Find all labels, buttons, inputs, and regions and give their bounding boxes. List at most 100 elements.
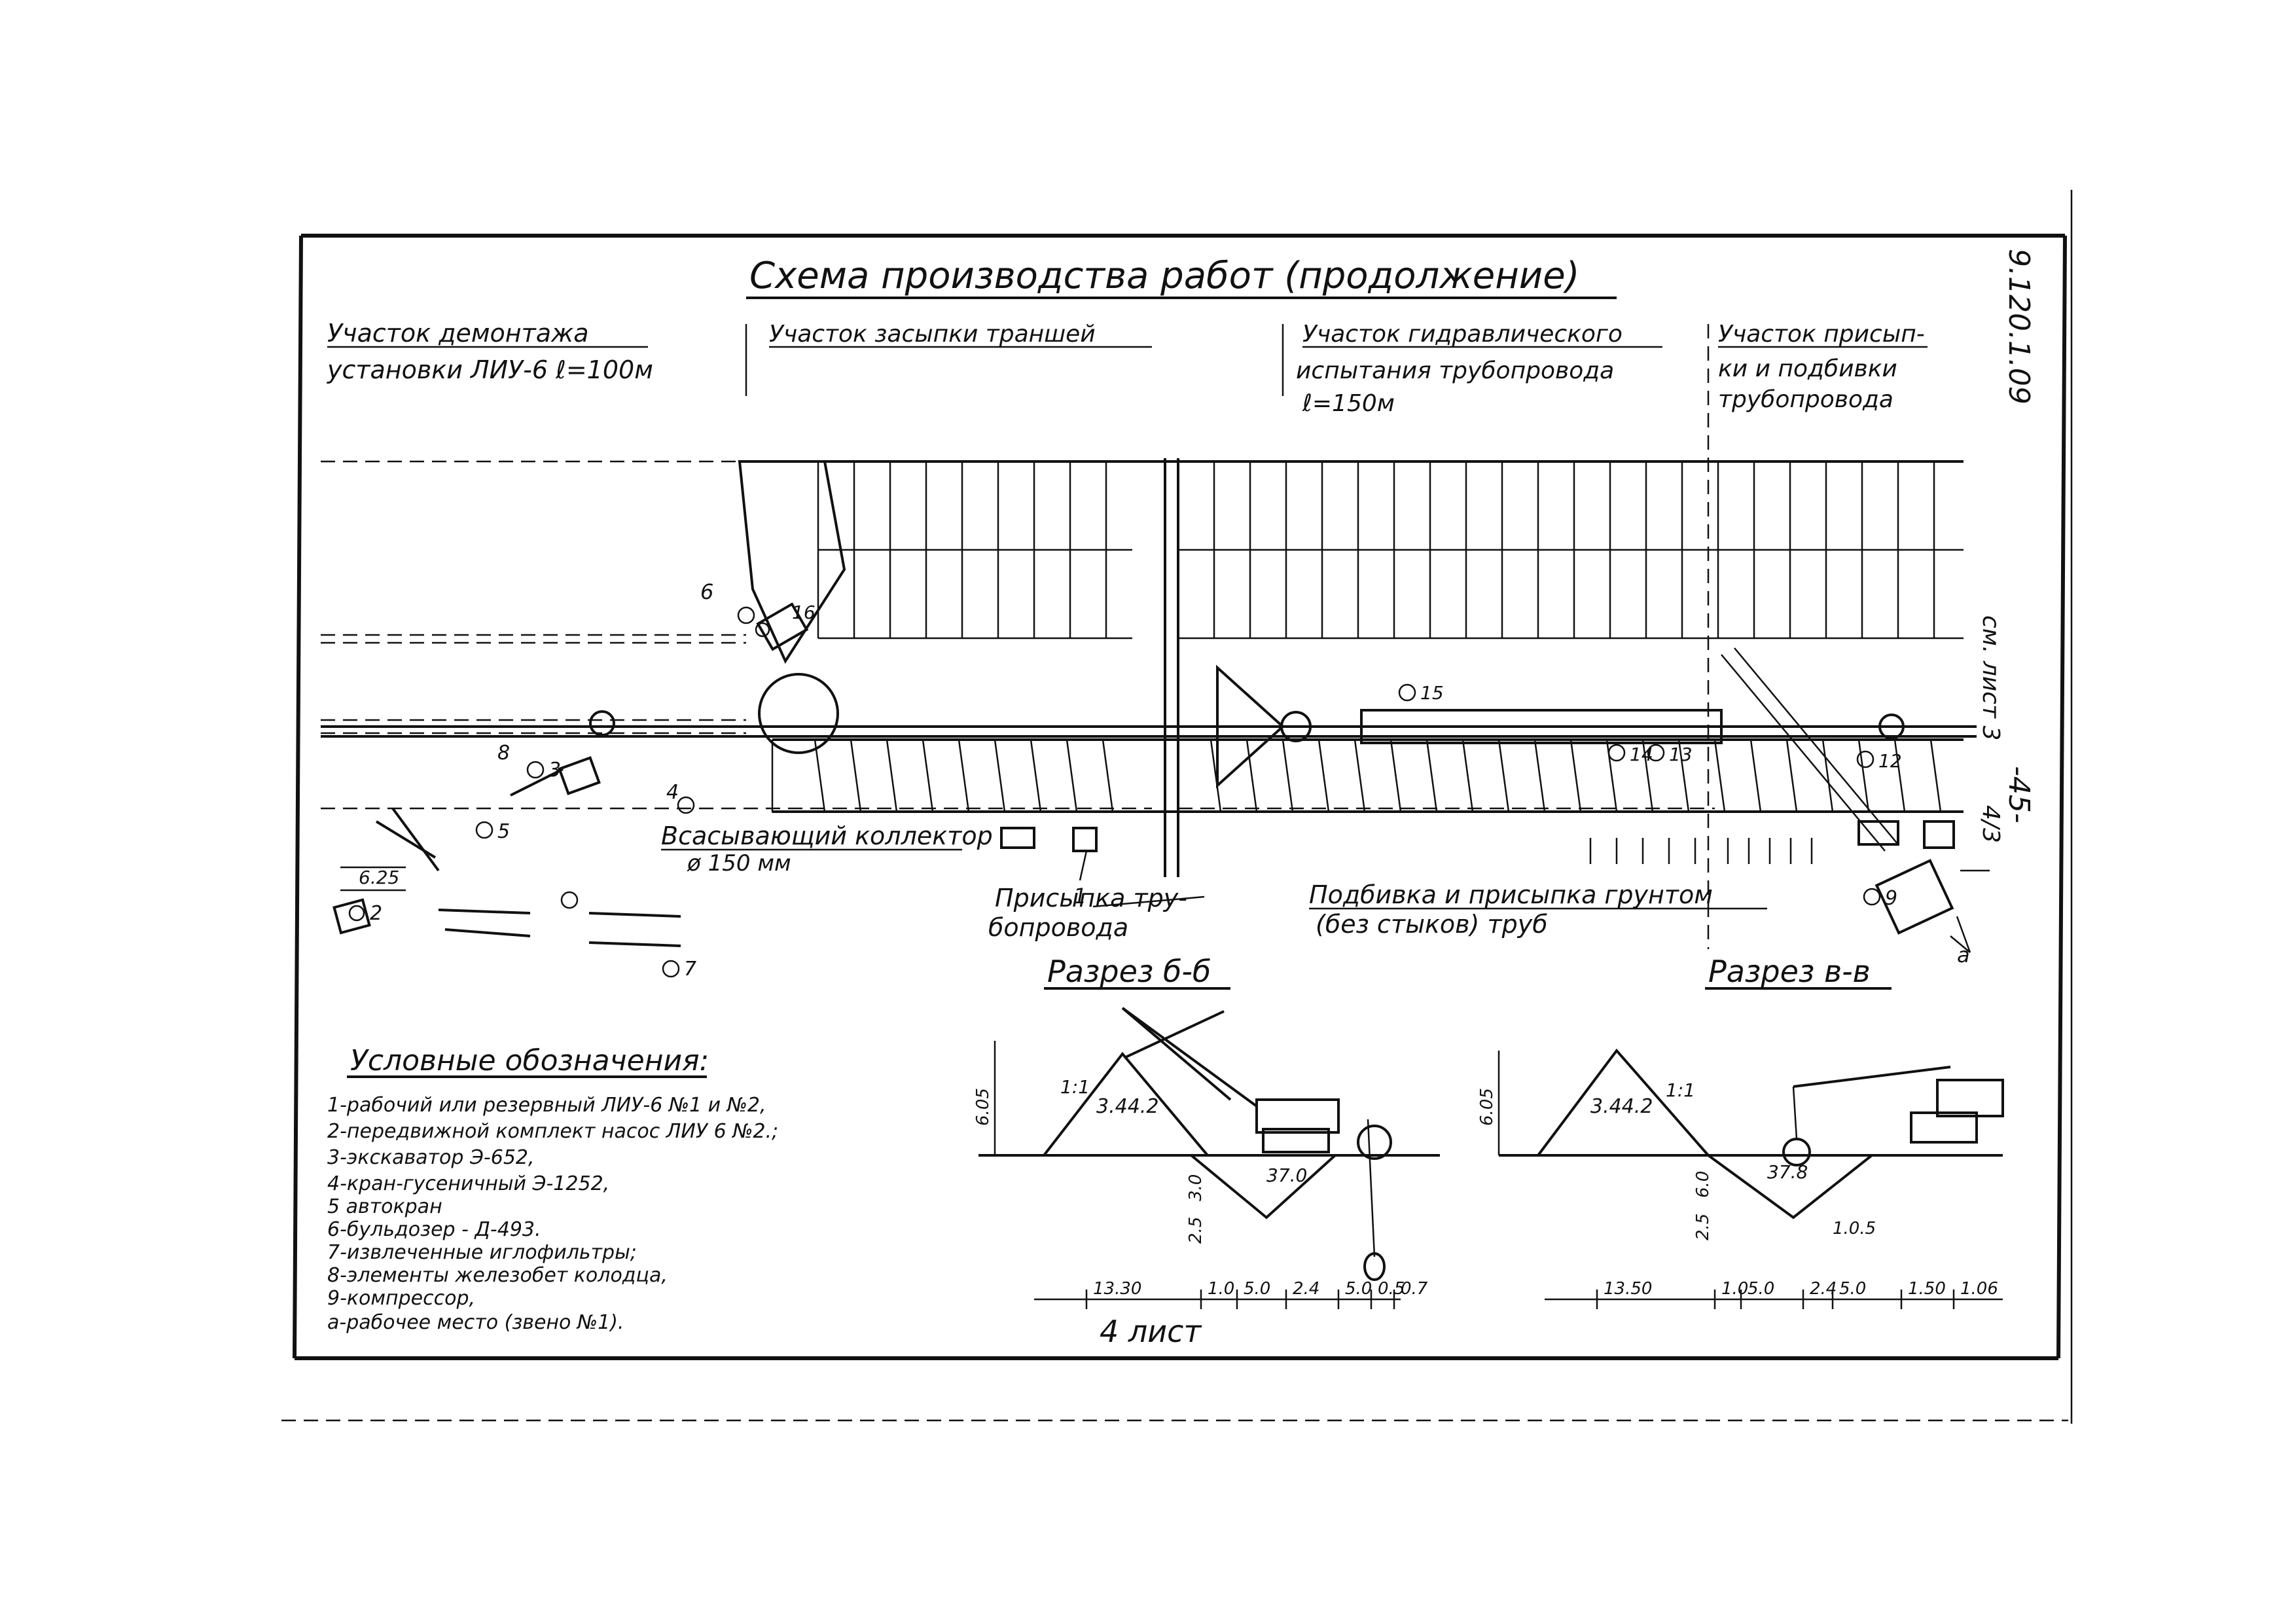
legend: Условные обозначения: 1-рабочий или резе… bbox=[327, 1044, 778, 1334]
marker-8-label: 8 bbox=[497, 742, 510, 765]
callout-a: а bbox=[1950, 935, 1971, 967]
section-dismantling: Участок демонтажа установки ЛИУ-6 ℓ=100м bbox=[327, 319, 653, 384]
side-note: см. лист 3 bbox=[1977, 615, 2004, 740]
marker-1: 1 bbox=[1073, 850, 1088, 909]
equipment-glyphs bbox=[332, 602, 1971, 953]
legend-item-10: а-рабочее место (звено №1). bbox=[327, 1311, 624, 1334]
section-v-dim-v-2: 2.5 bbox=[1693, 1214, 1713, 1240]
page-mark: -45- bbox=[2002, 766, 2036, 823]
marker-16: 16 bbox=[755, 602, 816, 638]
legend-item-2: 2-передвижной комплект насос ЛИУ 6 №2.; bbox=[327, 1120, 778, 1143]
section-v-dim-v-0: 6.05 bbox=[1477, 1088, 1497, 1126]
section_b-dim-h-4: 5.0 bbox=[1345, 1279, 1372, 1299]
section_b-dim-h-3: 2.4 bbox=[1293, 1279, 1319, 1299]
document-code: 9.120.1.09 bbox=[2002, 249, 2036, 405]
section_v-dim-h-0: 13.50 bbox=[1604, 1279, 1652, 1299]
section_b-dim-h-2: 5.0 bbox=[1244, 1279, 1270, 1299]
section_v-dim-h-1: 1.0 bbox=[1721, 1279, 1748, 1299]
sheet-label: 4 лист bbox=[1100, 1314, 1202, 1349]
section_v-dim-h-4: 5.0 bbox=[1839, 1279, 1866, 1299]
section-v-dim-v-1: 6.0 bbox=[1693, 1171, 1713, 1198]
trench-hatching-bottom bbox=[814, 739, 1942, 812]
section-bedding-line1: Участок присып- bbox=[1718, 321, 1925, 348]
suction-collector-size: ø 150 мм bbox=[687, 850, 791, 876]
drawing-title: Схема производства работ (продолжение) bbox=[749, 255, 1580, 297]
legend-title: Условные обозначения: bbox=[350, 1044, 709, 1077]
legend-item-5: 5 автокран bbox=[327, 1195, 442, 1218]
marker-12-label: 12 bbox=[1878, 750, 1902, 772]
section-hydro-test-line2: испытания трубопровода bbox=[1296, 357, 1614, 384]
sheet-code: 4/3 bbox=[1977, 805, 2004, 843]
marker-13: 13 bbox=[1647, 744, 1693, 765]
marker-9: 9 bbox=[1863, 887, 1897, 910]
marker-14: 14 bbox=[1607, 744, 1653, 765]
section-v-slope: 1:1 bbox=[1666, 1079, 1695, 1101]
section-bedding-line2: ки и подбивки bbox=[1718, 355, 1897, 382]
marker-15-label: 15 bbox=[1420, 682, 1444, 704]
marker-2-label: 2 bbox=[370, 902, 382, 925]
section-hydro-test-line3: ℓ=150м bbox=[1302, 390, 1395, 417]
section_v-dim-h-5: 1.50 bbox=[1908, 1279, 1946, 1299]
section-hydro-test: Участок гидравлического испытания трубоп… bbox=[1296, 321, 1662, 417]
trench-hatching-top bbox=[817, 461, 1935, 550]
callout-a-label: а bbox=[1957, 943, 1970, 967]
section-dismantling-line1: Участок демонтажа bbox=[327, 319, 589, 348]
marker-14-label: 14 bbox=[1630, 744, 1653, 765]
marker-7: 7 bbox=[662, 958, 696, 981]
section-b-dim-v-1: 3.0 bbox=[1186, 1174, 1206, 1201]
section-v-dim-v-3: 1.0.5 bbox=[1833, 1219, 1876, 1238]
legend-item-9: 9-компрессор, bbox=[327, 1287, 475, 1310]
section-hydro-test-line1: Участок гидравлического bbox=[1302, 321, 1623, 348]
dimension-6-25: 6.25 bbox=[359, 867, 399, 888]
marker-8: 8 bbox=[497, 742, 579, 909]
sheet-frame bbox=[281, 190, 2073, 1424]
section_b-dim-h-6: 0.5 bbox=[1378, 1279, 1405, 1299]
marker-5: 5 bbox=[475, 820, 510, 843]
marker-12: 12 bbox=[1856, 750, 1902, 772]
marker-16-label: 16 bbox=[792, 602, 816, 623]
pipe-backfill-label-line1: Присыпка тру- bbox=[995, 884, 1187, 912]
marker-4: 4 bbox=[666, 781, 695, 814]
marker-6: 6 bbox=[700, 579, 755, 624]
marker-13-label: 13 bbox=[1669, 744, 1693, 765]
section_v-dim-h-2: 5.0 bbox=[1748, 1279, 1774, 1299]
trench-plan bbox=[321, 458, 1990, 877]
section-b-dim-v-0: 6.05 bbox=[973, 1088, 993, 1126]
section-backfill: Участок засыпки траншей bbox=[769, 321, 1152, 348]
section_b-dim-h-5: 0.7 bbox=[1401, 1279, 1428, 1299]
legend-item-6: 6-бульдозер - Д-493. bbox=[327, 1218, 541, 1241]
section-b-mound: 3.44.2 bbox=[1096, 1095, 1158, 1118]
legend-item-3: 3-экскаватор Э-652, bbox=[327, 1146, 535, 1169]
section-b-dimension-row: 13.30 1.0 5.0 2.4 5.0 0.70.5 bbox=[1085, 1279, 1428, 1309]
suction-collector-label: Всасывающий коллектор bbox=[661, 821, 993, 850]
marker-9-label: 9 bbox=[1885, 887, 1897, 910]
section-b-ground-level: 37.0 bbox=[1266, 1164, 1307, 1186]
section-v-mound: 3.44.2 bbox=[1590, 1095, 1653, 1118]
marker-6-label: 6 bbox=[700, 579, 713, 604]
section_b-dim-h-1: 1.0 bbox=[1208, 1279, 1234, 1299]
section-bedding-line3: трубопровода bbox=[1718, 386, 1893, 413]
legend-item-8: 8-элементы железобет колодца, bbox=[327, 1264, 668, 1287]
pipe-backfill-label-line2: бопровода bbox=[988, 913, 1128, 942]
legend-item-4: 4-кран-гусеничный Э-1252, bbox=[327, 1172, 609, 1195]
section-v: Разрез в-в 3.44.2 1:1 37.8 6.05 6.0 2.5 … bbox=[1477, 954, 2004, 1309]
section-b-slope: 1:1 bbox=[1060, 1076, 1090, 1098]
tamping-label-line1: Подбивка и присыпка грунтом bbox=[1309, 880, 1713, 909]
marker-1-label: 1 bbox=[1073, 884, 1086, 909]
section-v-title: Разрез в-в bbox=[1708, 954, 1871, 989]
section-bedding: Участок присып- ки и подбивки трубопрово… bbox=[1718, 321, 1928, 413]
tamping-label-line2: (без стыков) труб bbox=[1316, 910, 1548, 939]
section_b-dim-h-0: 13.30 bbox=[1093, 1279, 1141, 1299]
section_v-dim-h-6: 1.06 bbox=[1960, 1279, 1998, 1299]
section-dismantling-line2: установки ЛИУ-6 ℓ=100м bbox=[327, 355, 653, 384]
marker-2: 2 bbox=[348, 902, 382, 925]
marker-15: 15 bbox=[1398, 682, 1444, 704]
legend-item-7: 7-извлеченные иглофильтры; bbox=[327, 1241, 637, 1264]
marker-3: 3 bbox=[526, 759, 561, 782]
plan-dimension-ticks bbox=[1589, 838, 1813, 864]
marker-5-label: 5 bbox=[497, 820, 510, 843]
legend-item-1: 1-рабочий или резервный ЛИУ-6 №1 и №2, bbox=[327, 1094, 766, 1117]
section-backfill-label: Участок засыпки траншей bbox=[769, 321, 1096, 348]
section-b: Разрез б-б 3.44.2 1:1 37.0 6.05 3.0 2.5 … bbox=[973, 954, 1440, 1309]
